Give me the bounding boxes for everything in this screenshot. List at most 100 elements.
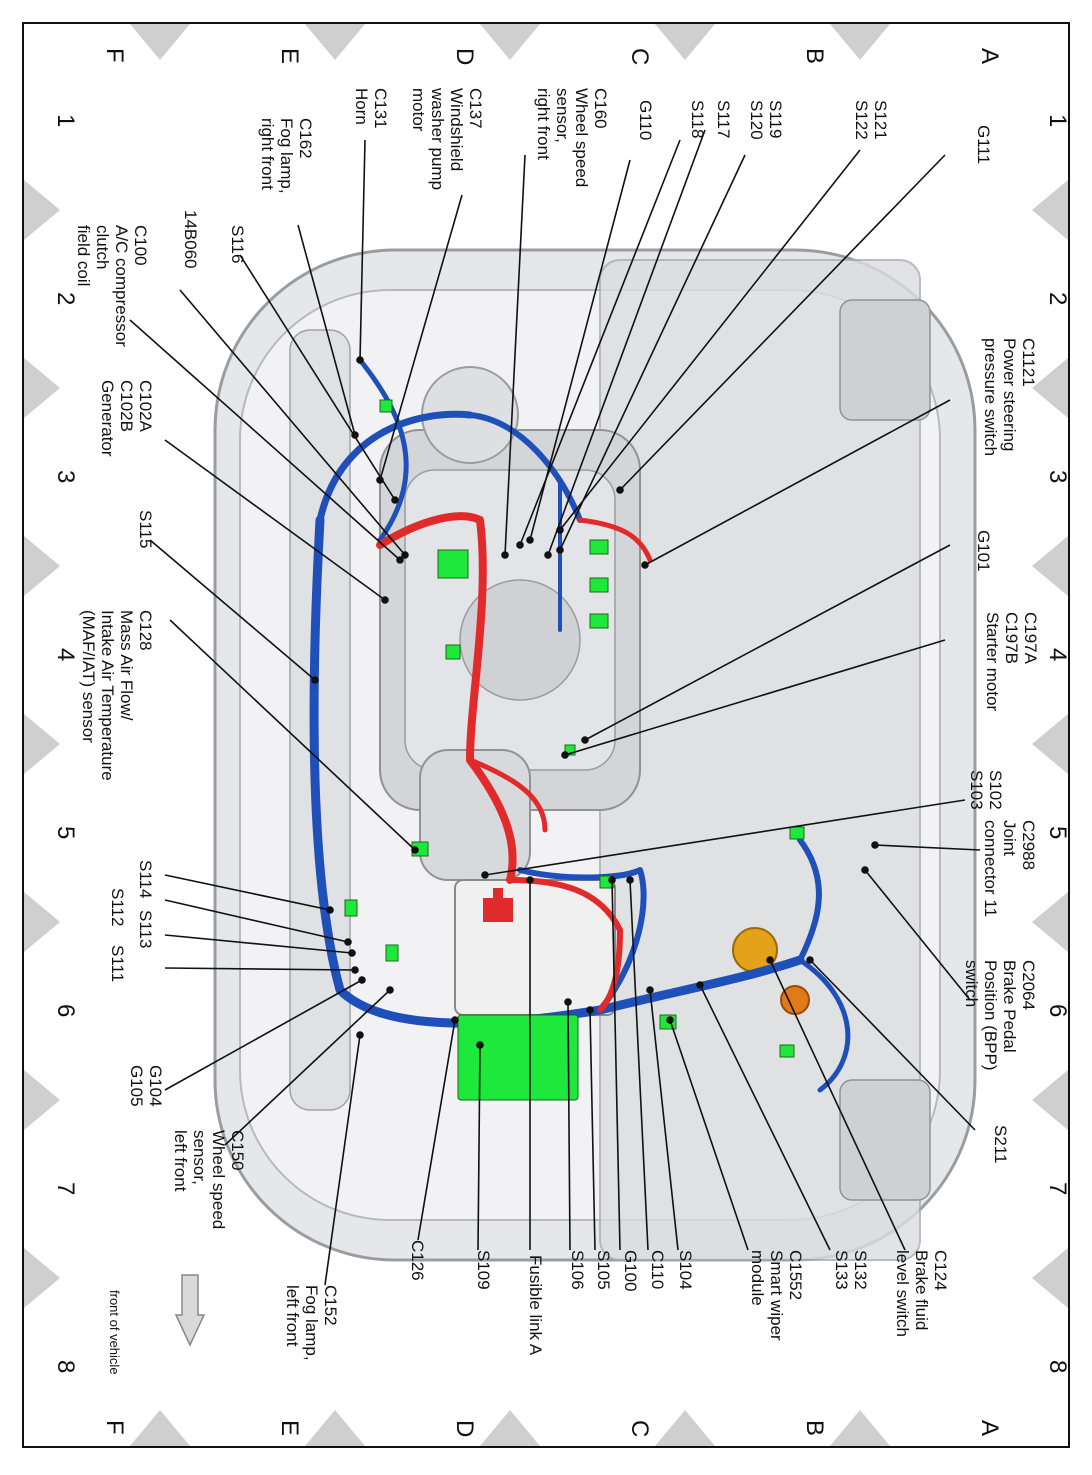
border-triangle	[1032, 1248, 1068, 1308]
label-line: Fog lamp,	[302, 1285, 321, 1361]
leader-s116	[239, 254, 396, 501]
label-s116: S116	[228, 225, 247, 263]
leader-end-c102	[381, 596, 389, 604]
label-line: Intake Air Temperature	[98, 610, 117, 781]
label-line: S122	[852, 100, 871, 140]
leader-s105	[589, 1009, 596, 1251]
label-line: Position (BPP)	[981, 960, 1000, 1071]
label-line: 14B060	[181, 210, 200, 269]
label-line: left front	[283, 1285, 302, 1347]
leader-end-c1121	[641, 561, 649, 569]
label-line: Fusible link A	[526, 1255, 545, 1356]
label-g100: G100	[621, 1250, 640, 1292]
leader-c2988	[874, 844, 981, 851]
leader-end-c152	[356, 1031, 364, 1039]
leader-c162	[297, 224, 356, 436]
label-line: Power steering	[1000, 338, 1019, 451]
leader-end-s114	[326, 906, 334, 914]
label-line: Horn	[352, 88, 371, 125]
leader-end-s119	[556, 546, 564, 554]
leader-s112	[164, 899, 349, 943]
grid-row-E: E	[276, 48, 303, 64]
leader-s104	[649, 989, 679, 1251]
leader-c110	[629, 879, 649, 1251]
leader-end-fusible	[526, 876, 534, 884]
label-line: S112	[108, 888, 127, 926]
label-s111: S111	[108, 945, 127, 982]
grid-row-D: D	[451, 1420, 478, 1437]
label-line: S119	[766, 100, 785, 138]
label-line: S132	[851, 1250, 870, 1290]
label-s118: S118	[688, 100, 707, 138]
grid-col-2: 2	[52, 292, 79, 305]
leader-end-s115	[311, 676, 319, 684]
grid-col-8: 8	[1044, 1360, 1071, 1373]
border-triangle	[655, 1410, 715, 1446]
label-line: G100	[621, 1250, 640, 1292]
border-triangle	[480, 1410, 540, 1446]
leader-end-c124	[766, 956, 774, 964]
leader-c137	[379, 194, 463, 481]
leader-c131	[359, 139, 366, 361]
leader-end-c128	[411, 846, 419, 854]
label-line: C1552	[786, 1250, 805, 1300]
grid-col-7: 7	[1044, 1182, 1071, 1195]
label-line: clutch	[93, 225, 112, 269]
label-line: S104	[676, 1250, 695, 1290]
grid-col-4: 4	[1044, 648, 1071, 661]
leader-end-g101	[581, 736, 589, 744]
leader-g111	[619, 154, 946, 491]
border-triangle	[24, 180, 60, 240]
leader-end-c110	[626, 876, 634, 884]
border-triangle	[1032, 714, 1068, 774]
leader-c1121	[644, 399, 951, 566]
leader-end-s109	[476, 1041, 484, 1049]
label-line: field coil	[74, 225, 93, 286]
wiring-harness	[309, 357, 851, 1093]
label-line: Brake Pedal	[1000, 960, 1019, 1053]
label-line: S121	[871, 100, 890, 140]
label-line: C110	[648, 1250, 667, 1289]
grid-col-8: 8	[52, 1360, 79, 1373]
label-line: S116	[228, 225, 247, 263]
leader-end-g110	[526, 536, 534, 544]
leader-c160	[504, 154, 526, 556]
grid-row-C: C	[626, 1420, 653, 1437]
leader-c150	[224, 989, 391, 1146]
border-triangle	[1032, 358, 1068, 418]
border-triangle	[24, 892, 60, 952]
leader-end-c150	[386, 986, 394, 994]
label-line: C2064	[1019, 960, 1038, 1010]
grid-row-C: C	[626, 48, 653, 65]
border-triangle	[830, 1410, 890, 1446]
label-line: connector 11	[981, 820, 1000, 917]
grid-row-B: B	[801, 48, 828, 64]
grid-col-7: 7	[52, 1182, 79, 1195]
leader-end-s117	[544, 551, 552, 559]
leader-end-c126	[451, 1016, 459, 1024]
leader-end-s116	[391, 496, 399, 504]
label-line: (MAF/IAT) sensor	[79, 610, 98, 743]
label-line: Generator	[98, 380, 117, 457]
leader-lines	[129, 129, 981, 1286]
leader-14b060	[179, 289, 406, 556]
grid-col-3: 3	[1044, 470, 1071, 483]
label-line: left front	[171, 1130, 190, 1192]
front-of-vehicle-label: front of vehicle	[107, 1290, 122, 1375]
leader-end-c100	[396, 556, 404, 564]
label-c110: C110	[648, 1250, 667, 1289]
border-triangle	[130, 1410, 190, 1446]
label-line: washer pump	[428, 87, 447, 190]
label-14b060: 14B060	[181, 210, 200, 269]
grid-col-2: 2	[1044, 292, 1071, 305]
label-s106: S106	[568, 1250, 587, 1290]
label-line: S114	[136, 860, 155, 898]
label-line: Joint	[1000, 820, 1019, 856]
border-triangle	[24, 1248, 60, 1308]
